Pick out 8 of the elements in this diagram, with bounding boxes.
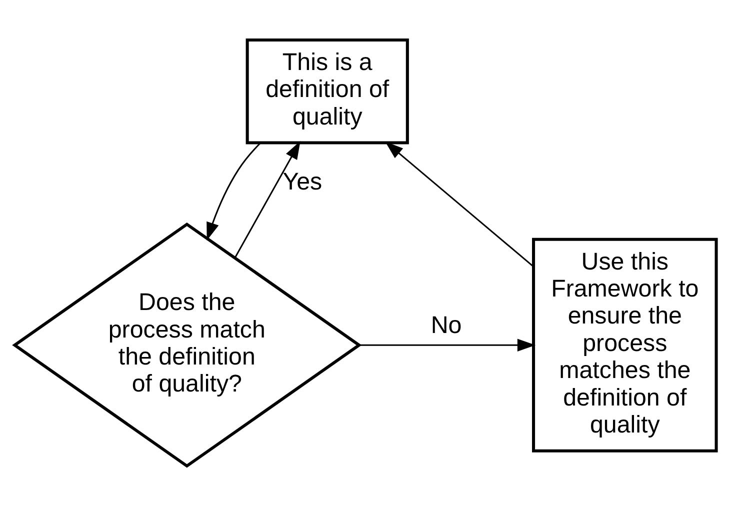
arrow (234, 141, 300, 258)
arrow (359, 338, 536, 352)
arrow (385, 142, 534, 267)
arrow (206, 142, 262, 241)
edge-label: Yes (282, 168, 322, 196)
node-box: Use this Framework to ensure the process matches the definition of quality (532, 238, 718, 452)
edge-label: No (430, 312, 462, 339)
node-box: This is a definition of quality (246, 38, 409, 144)
